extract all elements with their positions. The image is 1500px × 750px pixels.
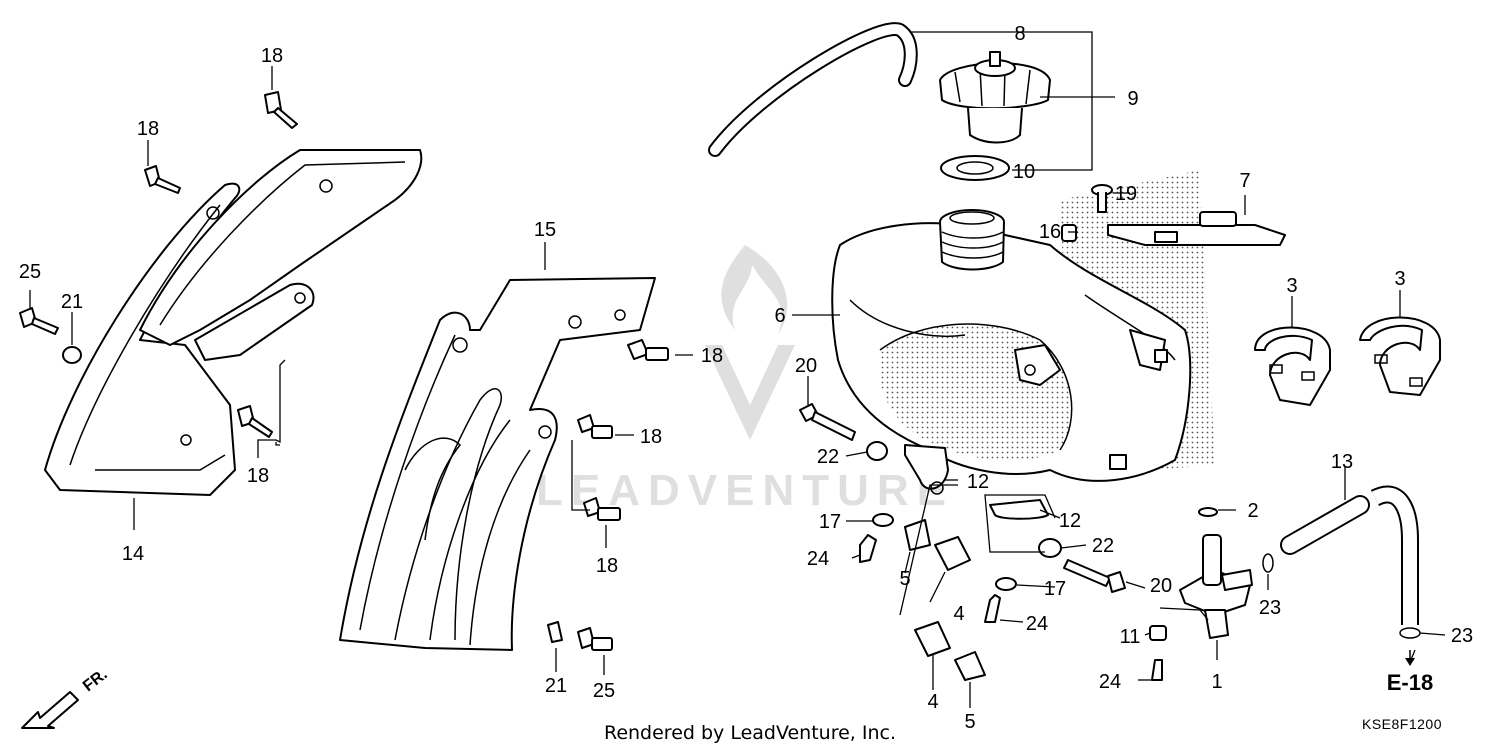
callout-2: 2 — [1247, 500, 1258, 522]
callout-23a: 23 — [1259, 597, 1281, 619]
callout-4a: 4 — [953, 603, 964, 625]
callout-24c: 24 — [1099, 671, 1121, 693]
callout-17a: 17 — [819, 511, 841, 533]
callout-17b: 17 — [1044, 578, 1066, 600]
callout-14: 14 — [122, 543, 144, 565]
callout-21a: 21 — [61, 291, 83, 313]
ref-label: E-18 — [1387, 670, 1433, 695]
fuel-tank-6 — [831, 209, 1192, 482]
callout-25a: 25 — [19, 261, 41, 283]
callout-24a: 24 — [807, 548, 829, 570]
callout-5b: 5 — [964, 711, 975, 733]
shroud-15 — [339, 277, 656, 651]
hardware — [19, 91, 1167, 681]
callout-12b: 12 — [1059, 510, 1081, 532]
watermark: LEADVENTURE — [536, 245, 954, 515]
fuel-cap-9 — [939, 51, 1051, 144]
callout-18b: 18 — [137, 118, 159, 140]
seal-10 — [940, 155, 1010, 181]
callout-7: 7 — [1239, 170, 1250, 192]
fuel-line-13 — [1280, 485, 1419, 625]
callout-16: 16 — [1039, 221, 1061, 243]
callout-18d: 18 — [701, 345, 723, 367]
callout-8: 8 — [1014, 23, 1025, 45]
callout-3b: 3 — [1394, 268, 1405, 290]
callout-6: 6 — [774, 305, 785, 327]
callout-22a: 22 — [817, 446, 839, 468]
front-direction-arrow: FR. — [21, 666, 111, 729]
footer-credit: Rendered by LeadVenture, Inc. — [604, 722, 896, 744]
callout-5a: 5 — [899, 568, 910, 590]
callout-12a: 12 — [967, 471, 989, 493]
leader-lines — [29, 31, 1446, 708]
callout-15: 15 — [534, 219, 556, 241]
clip-3b — [1359, 316, 1441, 396]
callout-22b: 22 — [1092, 535, 1114, 557]
callout-13: 13 — [1331, 451, 1353, 473]
screw-19 — [1091, 184, 1113, 213]
callout-1: 1 — [1211, 671, 1222, 693]
callout-20b: 20 — [1150, 575, 1172, 597]
callout-11: 11 — [1120, 626, 1141, 648]
callouts: 8 9 10 7 19 16 3 3 6 20 22 12 12 17 22 2… — [19, 23, 1473, 733]
fuel-valve-1 — [1179, 534, 1253, 639]
callout-25b: 25 — [593, 680, 615, 702]
callout-24b: 24 — [1026, 613, 1048, 635]
collar-16 — [1061, 224, 1077, 242]
callout-18c: 18 — [247, 465, 269, 487]
callout-9: 9 — [1127, 88, 1138, 110]
callout-3a: 3 — [1286, 275, 1297, 297]
bracket-7 — [1107, 211, 1286, 246]
callout-20a: 20 — [795, 355, 817, 377]
shroud-14 — [44, 149, 423, 496]
callout-18f: 18 — [596, 555, 618, 577]
callout-4b: 4 — [927, 691, 938, 713]
clip-3a — [1254, 326, 1331, 406]
reference-e18: E-18 — [1387, 650, 1433, 695]
callout-10: 10 — [1013, 161, 1035, 183]
callout-18a: 18 — [261, 45, 283, 67]
callout-18e: 18 — [640, 426, 662, 448]
diagram-code: KSE8F1200 — [1362, 716, 1442, 732]
clip-23b — [1399, 627, 1421, 639]
callout-21b: 21 — [545, 675, 567, 697]
callout-23b: 23 — [1451, 625, 1473, 647]
front-direction-label: FR. — [80, 666, 111, 695]
clip-23a — [1262, 553, 1274, 573]
breather-hose-8 — [708, 22, 918, 157]
watermark-text: LEADVENTURE — [536, 466, 954, 515]
washer-2 — [1198, 507, 1218, 517]
callout-19: 19 — [1115, 183, 1137, 205]
